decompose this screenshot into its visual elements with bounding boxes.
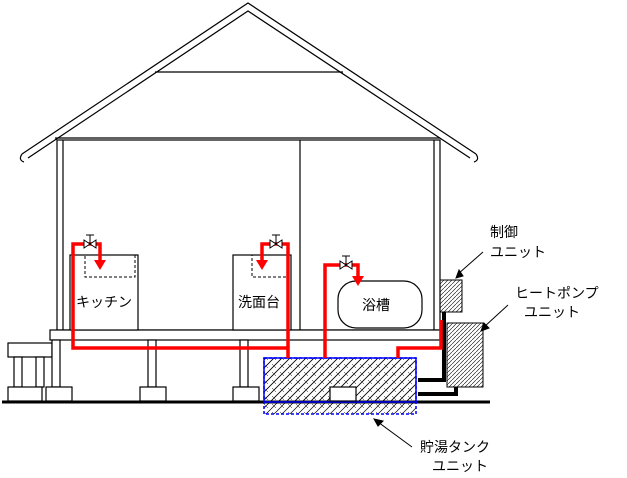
washbasin-label: 洗面台 — [238, 295, 280, 311]
storage-tank-label-line1: 貯湯タンク — [420, 439, 490, 456]
storage-tank-footing — [329, 386, 357, 402]
foundation-posts — [7, 339, 260, 402]
control-unit-label-line2: ユニット — [490, 245, 546, 261]
heat-pump-label-line1: ヒートポンプ — [515, 286, 599, 302]
roof — [19, 2, 479, 163]
heat-pump-piping — [418, 312, 458, 396]
bathtub-label: 浴槽 — [362, 298, 390, 314]
faucet-valve-icons — [83, 234, 353, 270]
bathtub-unit — [337, 280, 423, 329]
storage-tank-label-line2: ユニット — [432, 459, 488, 475]
pipe-outlet-arrows — [94, 260, 364, 286]
leader-lines — [373, 251, 509, 448]
control-unit — [439, 279, 463, 313]
kitchen-unit — [69, 254, 139, 331]
heat-pump-unit — [446, 322, 484, 388]
control-unit-label-line1: 制御 — [490, 225, 518, 241]
kitchen-label: キッチン — [76, 295, 132, 311]
heat-pump-label-line2: ユニット — [524, 305, 580, 321]
